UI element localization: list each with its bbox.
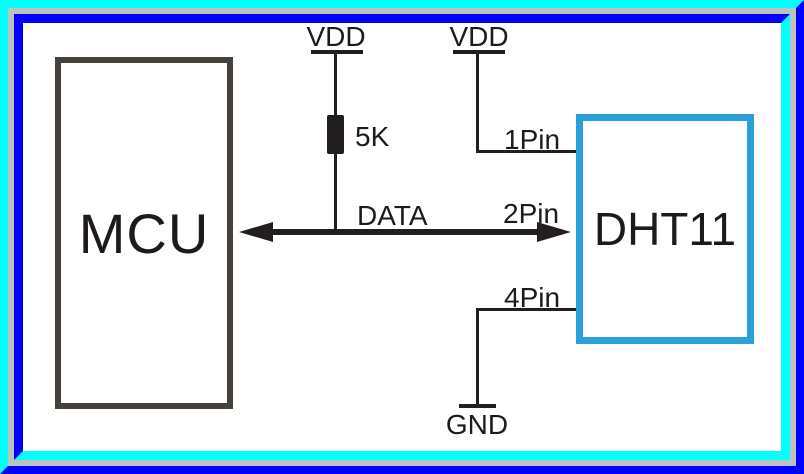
data-bus-label: DATA	[357, 200, 428, 231]
wire-resistor-to-data-bus	[334, 154, 337, 232]
gnd-rail-icon	[459, 404, 496, 408]
gnd-label: GND	[445, 409, 509, 440]
pin2-label: 2Pin	[503, 198, 560, 229]
dht11-box: DHT11	[576, 114, 754, 344]
decorative-frame-inner	[14, 14, 790, 460]
wire-vdd-left-to-resistor	[334, 54, 337, 115]
mcu-box: MCU	[55, 57, 233, 409]
dht11-label: DHT11	[593, 203, 737, 255]
vdd-left-label: VDD	[306, 21, 366, 52]
decorative-frame-middle	[8, 8, 796, 466]
vdd-right-rail-icon	[453, 50, 505, 54]
pin4-label: 4Pin	[504, 282, 561, 313]
vdd-right-label: VDD	[449, 21, 509, 52]
wire-pin1-horizontal	[476, 150, 576, 153]
wire-vdd-right-vertical	[476, 54, 479, 153]
wire-data-bus-shaft	[260, 229, 552, 235]
data-bus-arrow-right-icon	[537, 222, 571, 242]
wire-pin4-horizontal	[476, 308, 576, 311]
resistor-5k-label: 5K	[355, 121, 390, 152]
data-bus-arrow-left-icon	[239, 222, 273, 242]
resistor-5k-body-icon	[327, 115, 344, 154]
pin1-label: 1Pin	[504, 124, 561, 155]
vdd-left-rail-icon	[311, 50, 363, 54]
mcu-label: MCU	[78, 201, 210, 265]
wire-pin4-vertical	[476, 308, 479, 406]
